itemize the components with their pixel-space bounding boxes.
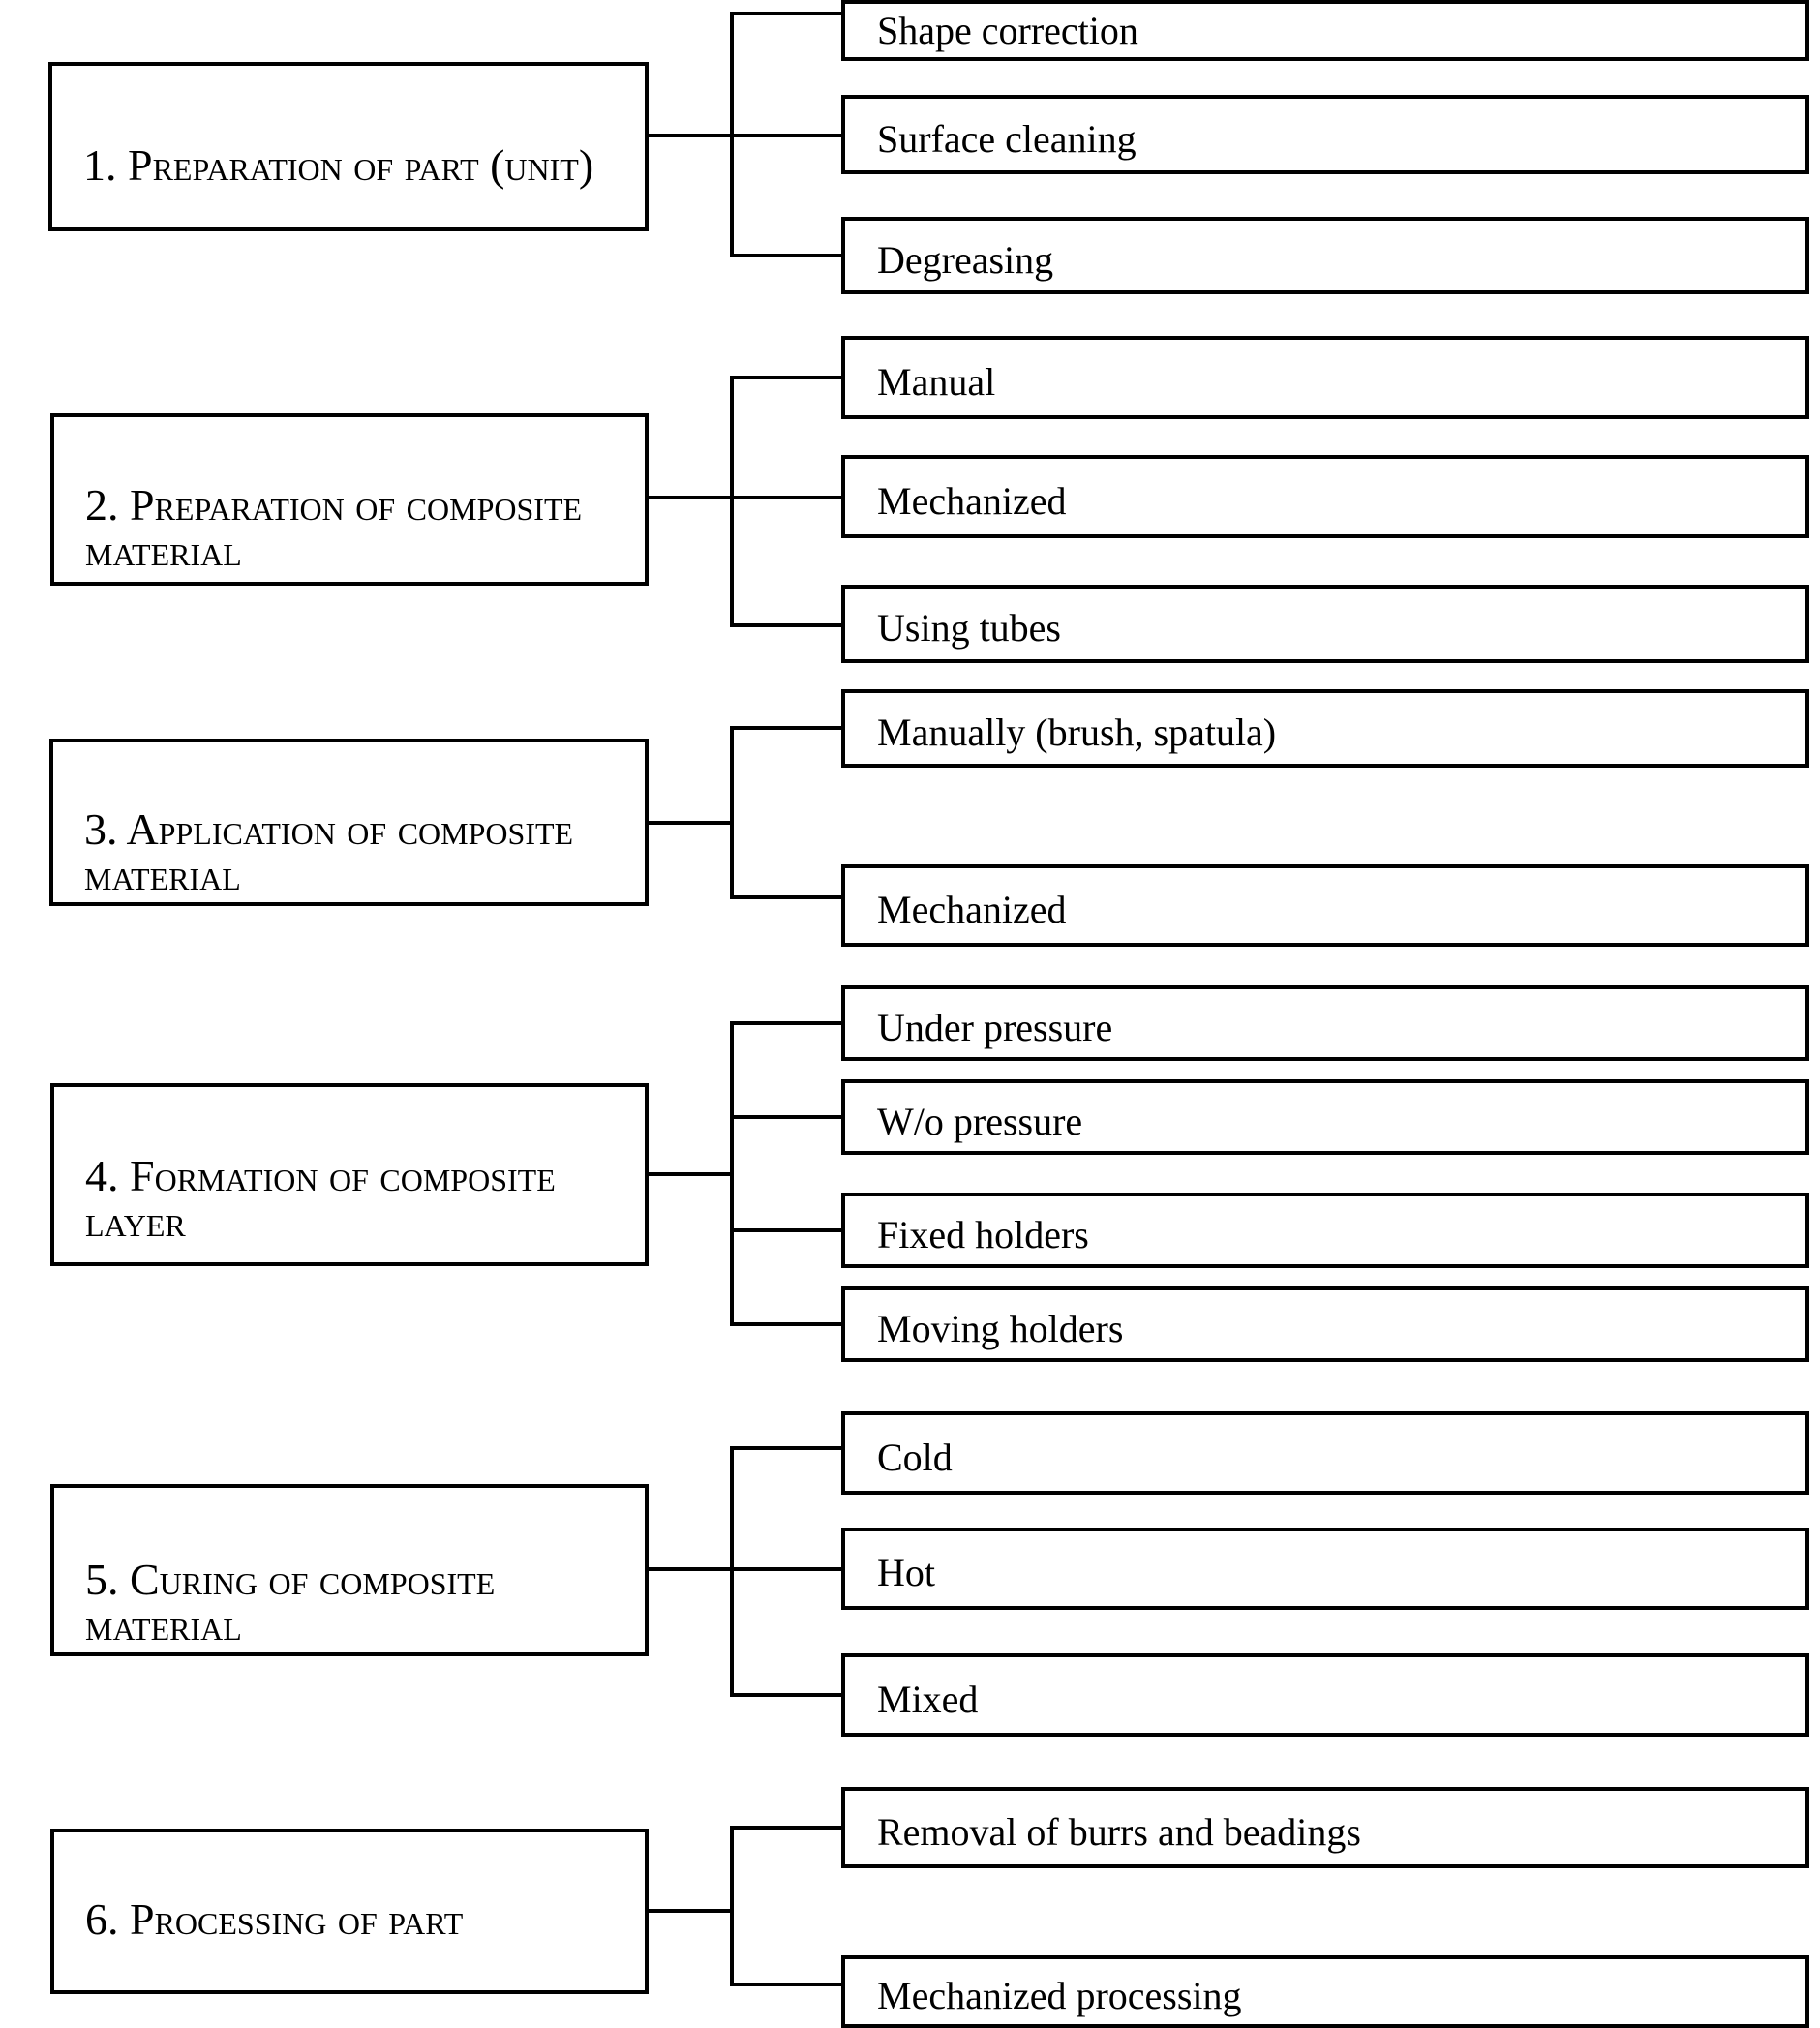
stage-1-label: 1. Preparation of part (unit) <box>83 140 594 190</box>
child-box-hot: Hot <box>841 1528 1809 1610</box>
child-box-manual: Manual <box>841 336 1809 419</box>
stage-5-label: 5. Curing of composite material <box>85 1555 496 1650</box>
connector-branch-manual <box>730 376 844 379</box>
child-box-mechanized-preparation: Mechanized <box>841 455 1809 538</box>
connector-stage-4 <box>643 1172 734 1176</box>
child-box-manually-brush-spatula: Manually (brush, spatula) <box>841 689 1809 768</box>
stage-2-box: 2. Preparation of composite material <box>50 413 649 586</box>
connector-branch-hot <box>643 1567 844 1571</box>
stage-1-box: 1. Preparation of part (unit) <box>48 62 649 231</box>
connector-branch-moving-holders <box>730 1322 844 1326</box>
connector-trunk-3 <box>730 726 734 899</box>
child-label: Mechanized <box>877 478 1067 523</box>
child-label: Using tubes <box>877 606 1061 650</box>
connector-branch-fixed-holders <box>730 1228 844 1232</box>
stage-3-box: 3. Application of composite material <box>49 739 649 906</box>
child-label: Fixed holders <box>877 1212 1089 1256</box>
child-label: Surface cleaning <box>877 116 1137 161</box>
child-label: Mixed <box>877 1677 979 1721</box>
child-box-wo-pressure: W/o pressure <box>841 1079 1809 1155</box>
child-box-shape-correction: Shape correction <box>841 0 1809 61</box>
connector-stage-6 <box>643 1909 734 1913</box>
child-label: Cold <box>877 1435 953 1479</box>
connector-branch-cold <box>730 1446 844 1450</box>
connector-branch-mechanized-preparation <box>643 496 844 499</box>
connector-branch-using-tubes <box>730 623 844 627</box>
child-box-cold: Cold <box>841 1411 1809 1495</box>
child-label: Hot <box>877 1551 935 1594</box>
child-label: Removal of burrs and beadings <box>877 1809 1361 1854</box>
child-box-surface-cleaning: Surface cleaning <box>841 95 1809 174</box>
child-box-fixed-holders: Fixed holders <box>841 1193 1809 1268</box>
child-box-under-pressure: Under pressure <box>841 985 1809 1061</box>
stage-5-box: 5. Curing of composite material <box>50 1484 649 1656</box>
child-label: Manually (brush, spatula) <box>877 711 1277 754</box>
connector-branch-degreasing <box>730 254 844 257</box>
child-box-mixed: Mixed <box>841 1653 1809 1737</box>
connector-branch-manually-brush-spatula <box>730 726 844 730</box>
stage-6-box: 6. Processing of part <box>50 1829 649 1994</box>
connector-trunk-6 <box>730 1826 734 1986</box>
child-box-mechanized-application: Mechanized <box>841 864 1809 947</box>
child-box-degreasing: Degreasing <box>841 217 1809 294</box>
stage-4-label: 4. Formation of composite layer <box>85 1150 556 1246</box>
connector-branch-mechanized-application <box>730 895 844 899</box>
child-label: Mechanized <box>877 888 1067 931</box>
connector-branch-removal-burrs <box>730 1826 844 1830</box>
connector-trunk-2 <box>730 376 734 627</box>
connector-branch-mechanized-processing <box>730 1983 844 1986</box>
stage-4-box: 4. Formation of composite layer <box>50 1083 649 1266</box>
connector-trunk-5 <box>730 1446 734 1697</box>
child-label: Under pressure <box>877 1005 1113 1049</box>
connector-branch-mixed <box>730 1693 844 1697</box>
child-box-mechanized-processing: Mechanized processing <box>841 1955 1809 2028</box>
connector-branch-shape-correction <box>730 12 844 15</box>
connector-stage-3 <box>643 821 734 825</box>
stage-3-label: 3. Application of composite material <box>84 803 574 899</box>
child-box-moving-holders: Moving holders <box>841 1286 1809 1362</box>
connector-branch-wo-pressure <box>730 1115 844 1119</box>
connector-branch-surface-cleaning <box>643 134 844 137</box>
connector-branch-under-pressure <box>730 1021 844 1025</box>
child-label: Manual <box>877 359 996 404</box>
child-label: Moving holders <box>877 1306 1124 1350</box>
child-label: Shape correction <box>877 9 1138 52</box>
stage-6-label: 6. Processing of part <box>85 1894 464 1944</box>
child-label: Mechanized processing <box>877 1974 1242 2017</box>
child-label: W/o pressure <box>877 1099 1083 1143</box>
child-box-using-tubes: Using tubes <box>841 585 1809 663</box>
stage-2-label: 2. Preparation of composite material <box>85 480 583 575</box>
child-box-removal-burrs-beadings: Removal of burrs and beadings <box>841 1787 1809 1868</box>
child-label: Degreasing <box>877 237 1054 282</box>
